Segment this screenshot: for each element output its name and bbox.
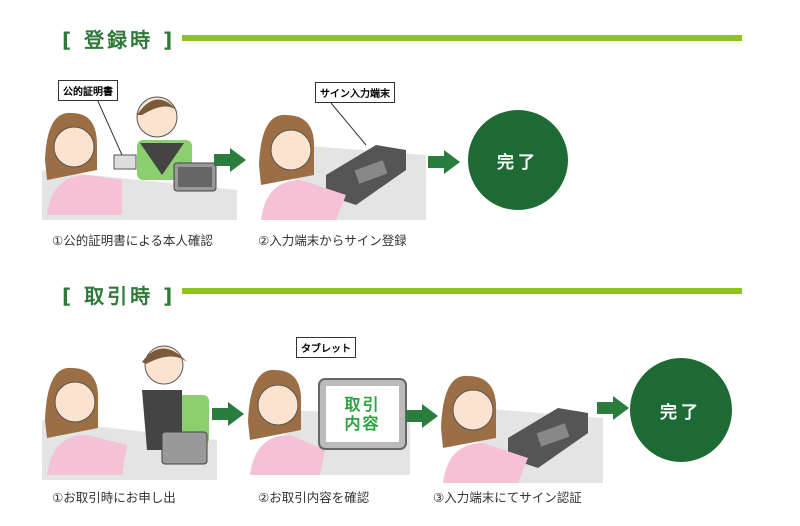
illustration-signature-terminal [259, 102, 426, 220]
illustration-request [42, 345, 217, 480]
complete-badge: 完了 [630, 358, 732, 462]
tablet-screen: 取引 内容 [326, 386, 399, 442]
tablet: 取引 内容 [318, 378, 407, 450]
arrow-right-icon [406, 404, 438, 428]
callout-tablet: タブレット [296, 337, 356, 358]
section-rule [182, 288, 742, 294]
section-heading-registration: [ 登録時 ] [62, 28, 176, 52]
tablet-screen-text: 内容 [344, 414, 381, 433]
step-caption: ③入力端末にてサイン認証 [433, 490, 582, 505]
callout-signature-terminal: サイン入力端末 [315, 82, 395, 103]
step-caption: ②お取引内容を確認 [258, 490, 370, 505]
step-caption: ②入力端末からサイン登録 [258, 233, 407, 248]
illustration-signature-auth [441, 375, 603, 483]
arrow-right-icon [214, 148, 246, 172]
arrow-right-icon [212, 402, 244, 426]
step-caption: ①公的証明書による本人確認 [52, 233, 213, 248]
tablet-screen-text: 取引 [344, 395, 381, 414]
step-caption: ①お取引時にお申し出 [52, 490, 176, 505]
arrow-right-icon [428, 150, 460, 174]
section-rule [182, 35, 742, 41]
arrow-right-icon [597, 396, 629, 420]
illustration-id-check [42, 96, 237, 220]
section-heading-transaction: [ 取引時 ] [62, 284, 176, 308]
callout-id-document: 公的証明書 [58, 80, 118, 101]
complete-badge: 完了 [468, 110, 568, 210]
